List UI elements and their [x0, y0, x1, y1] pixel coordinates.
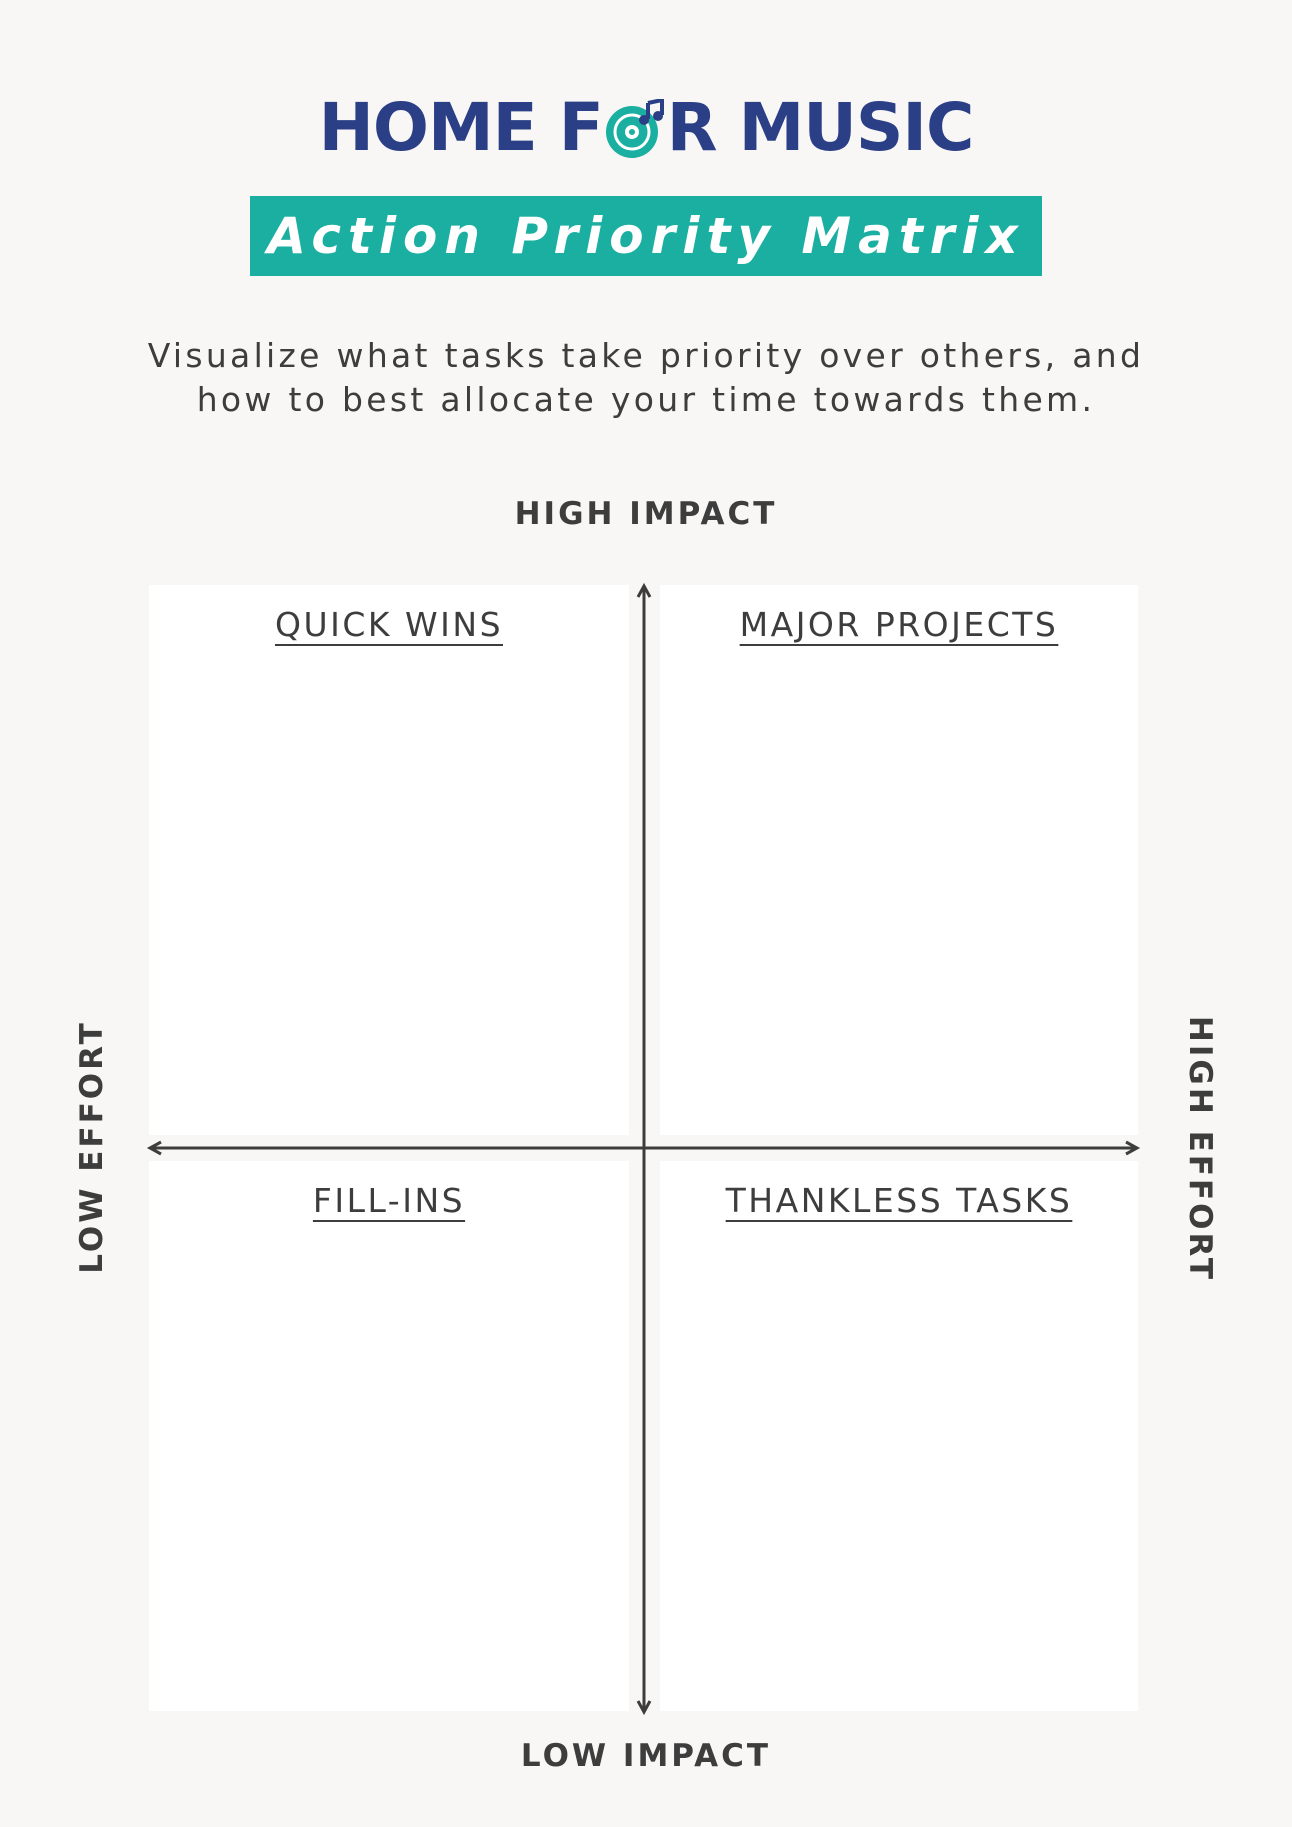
- brand-logo: HOME F R MUSIC: [0, 92, 1292, 164]
- quadrant-title-major-projects: MAJOR PROJECTS: [739, 605, 1059, 644]
- axis-label-low-effort: LOW EFFORT: [74, 1020, 110, 1274]
- subtitle-line-2: how to best allocate your time towards t…: [196, 380, 1096, 419]
- quadrant-title-quick-wins: QUICK WINS: [274, 605, 504, 644]
- page-title: Action Priority Matrix: [267, 207, 1025, 265]
- quadrant-fill-ins: FILL-INS: [149, 1161, 629, 1711]
- arrow-left-icon: [146, 1140, 162, 1156]
- title-banner: Action Priority Matrix: [250, 196, 1042, 276]
- arrow-down-icon: [636, 1700, 652, 1716]
- axis-label-high-effort: HIGH EFFORT: [1182, 1015, 1218, 1283]
- arrow-right-icon: [1125, 1140, 1141, 1156]
- quadrant-title-thankless-tasks: THANKLESS TASKS: [725, 1181, 1073, 1220]
- axis-label-low-impact: LOW IMPACT: [520, 1738, 772, 1774]
- quadrant-major-projects: MAJOR PROJECTS: [660, 585, 1138, 1135]
- arrow-up-icon: [636, 582, 652, 598]
- logo-text-end: R MUSIC: [666, 89, 975, 166]
- logo-text-start: HOME F: [318, 89, 604, 166]
- quadrant-thankless-tasks: THANKLESS TASKS: [660, 1161, 1138, 1711]
- quadrant-title-fill-ins: FILL-INS: [312, 1181, 466, 1220]
- vinyl-record-icon: [604, 97, 666, 161]
- subtitle-line-1: Visualize what tasks take priority over …: [147, 336, 1145, 375]
- axis-label-high-impact: HIGH IMPACT: [514, 496, 778, 532]
- quadrant-quick-wins: QUICK WINS: [149, 585, 629, 1135]
